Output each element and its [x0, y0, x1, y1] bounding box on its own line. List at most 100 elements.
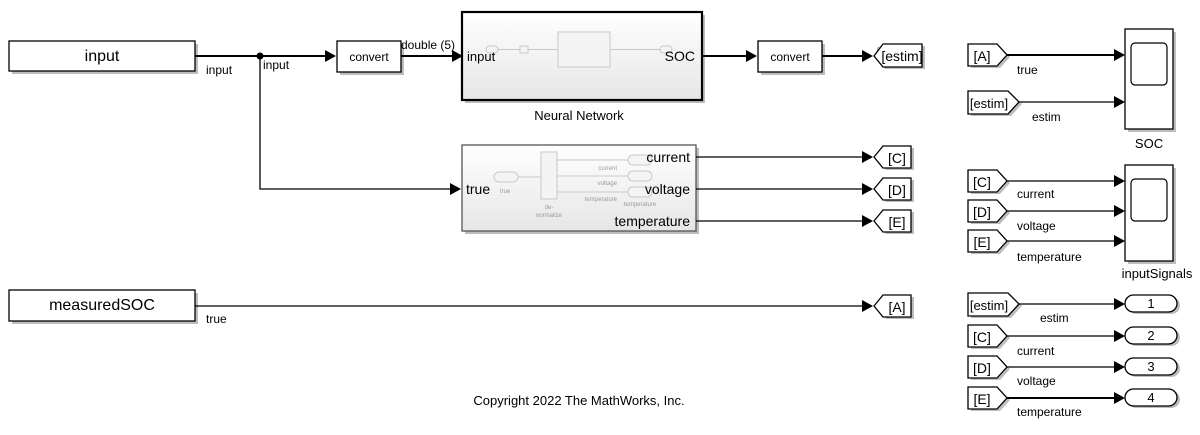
convert-block-input[interactable]: convert: [336, 40, 404, 75]
from-c-tag: [C]: [973, 174, 991, 190]
nn-ghost-small-block-icon: [519, 45, 529, 54]
from-block-d-scope[interactable]: [D]: [967, 199, 1010, 224]
goto-block-d[interactable]: [D]: [873, 177, 914, 202]
convert-block-output[interactable]: convert: [757, 40, 825, 75]
denorm-ghost-outport-icon: [627, 186, 653, 198]
wire-input-to-denormalize[interactable]: [259, 56, 450, 190]
arrow-head-icon: [1114, 205, 1125, 217]
signal-label-estim-out: estim: [1040, 311, 1069, 325]
scope-block-inputsignals[interactable]: [1124, 164, 1176, 264]
signal-label-current-scope: current: [1017, 187, 1055, 201]
outport-block-3[interactable]: 3: [1124, 357, 1180, 377]
from-d-out-tag: [D]: [973, 360, 991, 376]
arrow-head-icon: [325, 50, 336, 62]
outport-2-number: 2: [1147, 328, 1154, 343]
denorm-out-port-current: current: [646, 149, 690, 165]
scope-inputsignals-title: inputSignals: [1122, 266, 1193, 281]
arrow-head-icon: [452, 50, 463, 62]
arrow-head-icon: [862, 215, 873, 227]
from-d-tag: [D]: [973, 204, 991, 220]
scope-soc-title: SOC: [1135, 136, 1163, 151]
arrow-head-icon: [1114, 235, 1125, 247]
goto-block-e[interactable]: [E]: [873, 209, 914, 234]
inport-input-label: input: [85, 48, 120, 65]
outport-block-1[interactable]: 1: [1124, 294, 1180, 314]
outport-3-number: 3: [1147, 359, 1154, 374]
denormalize-subsystem[interactable]: true de- normalize current voltage tempe…: [461, 144, 699, 234]
arrow-head-icon: [746, 50, 757, 62]
arrow-head-icon: [1114, 298, 1125, 310]
nn-out-port-label: SOC: [665, 48, 695, 64]
from-estim-out-tag: [estim]: [970, 298, 1008, 313]
denorm-ghost-block-label-1: de-: [545, 205, 554, 211]
denorm-ghost-sig-voltage: voltage: [598, 181, 618, 187]
arrow-head-icon: [450, 183, 461, 195]
inport-block-measuredsoc[interactable]: measuredSOC: [8, 289, 198, 324]
from-e-tag: [E]: [973, 234, 990, 250]
goto-a-tag: [A]: [888, 299, 905, 315]
nn-ghost-layer-block-icon: [557, 31, 611, 68]
from-block-c-scope[interactable]: [C]: [967, 169, 1010, 194]
denorm-ghost-sig-temperature: temperature: [585, 197, 618, 203]
signal-label-double: double (5): [401, 38, 455, 52]
signal-label-true-scope: true: [1017, 63, 1038, 77]
scope-screen-icon: [1130, 178, 1168, 222]
denorm-in-port-label: true: [466, 181, 490, 197]
arrow-head-icon: [1114, 96, 1125, 108]
neural-network-subsystem[interactable]: input SOC: [460, 10, 705, 103]
denorm-ghost-sig-current: current: [598, 166, 617, 172]
arrow-head-icon: [862, 300, 873, 312]
goto-c-tag: [C]: [888, 150, 906, 166]
goto-estim-tag: [estim]: [881, 48, 922, 64]
signal-label-input: input: [206, 63, 233, 77]
from-estim-tag: [estim]: [970, 96, 1008, 111]
from-block-c-out[interactable]: [C]: [967, 324, 1010, 349]
from-e-out-tag: [E]: [973, 391, 990, 407]
from-block-estim-scope[interactable]: [estim]: [967, 90, 1022, 116]
scope-screen-icon: [1130, 42, 1168, 86]
from-block-e-out[interactable]: [E]: [967, 386, 1010, 411]
nn-in-port-label: input: [467, 49, 496, 64]
outport-block-2[interactable]: 2: [1124, 326, 1180, 346]
scope-block-soc[interactable]: [1124, 28, 1176, 132]
from-block-d-out[interactable]: [D]: [967, 355, 1010, 380]
signal-label-voltage-scope: voltage: [1017, 219, 1056, 233]
outport-1-number: 1: [1147, 296, 1154, 311]
arrow-head-icon: [1114, 175, 1125, 187]
convert-output-label: convert: [770, 50, 810, 64]
arrow-head-icon: [1114, 330, 1125, 342]
arrow-head-icon: [862, 50, 873, 62]
arrow-head-icon: [1114, 361, 1125, 373]
copyright-text: Copyright 2022 The MathWorks, Inc.: [473, 393, 684, 408]
arrow-head-icon: [1114, 392, 1125, 404]
inport-measuredsoc-label: measuredSOC: [49, 297, 155, 314]
inport-block-input[interactable]: input: [8, 40, 198, 74]
signal-label-temperature-out: temperature: [1017, 405, 1082, 419]
nn-ghost-outport-icon: [659, 45, 673, 54]
denorm-ghost-outport-hint: temperature: [624, 202, 657, 208]
goto-e-tag: [E]: [888, 214, 905, 230]
from-c-out-tag: [C]: [973, 329, 991, 345]
outport-block-4[interactable]: 4: [1124, 388, 1180, 408]
outport-4-number: 4: [1147, 390, 1154, 405]
arrow-head-icon: [862, 183, 873, 195]
from-block-a[interactable]: [A]: [967, 43, 1010, 68]
denorm-ghost-inport-label: true: [500, 189, 511, 195]
goto-block-a[interactable]: [A]: [873, 294, 914, 319]
convert-input-label: convert: [349, 50, 389, 64]
goto-block-c[interactable]: [C]: [873, 145, 914, 170]
denorm-out-port-voltage: voltage: [645, 181, 690, 197]
signal-label-input-branch: input: [263, 58, 290, 72]
from-block-e-scope[interactable]: [E]: [967, 229, 1010, 254]
signal-label-voltage-out: voltage: [1017, 374, 1056, 388]
goto-block-estim[interactable]: [estim]: [873, 43, 925, 69]
goto-d-tag: [D]: [888, 182, 906, 198]
from-block-estim-out[interactable]: [estim]: [967, 292, 1022, 318]
denorm-ghost-block-label-2: normalize: [536, 213, 563, 219]
signal-label-temperature-scope: temperature: [1017, 250, 1082, 264]
signal-label-true: true: [206, 312, 227, 326]
nn-title: Neural Network: [534, 108, 624, 123]
denorm-ghost-outport-icon: [627, 154, 653, 166]
arrow-head-icon: [1114, 49, 1125, 61]
